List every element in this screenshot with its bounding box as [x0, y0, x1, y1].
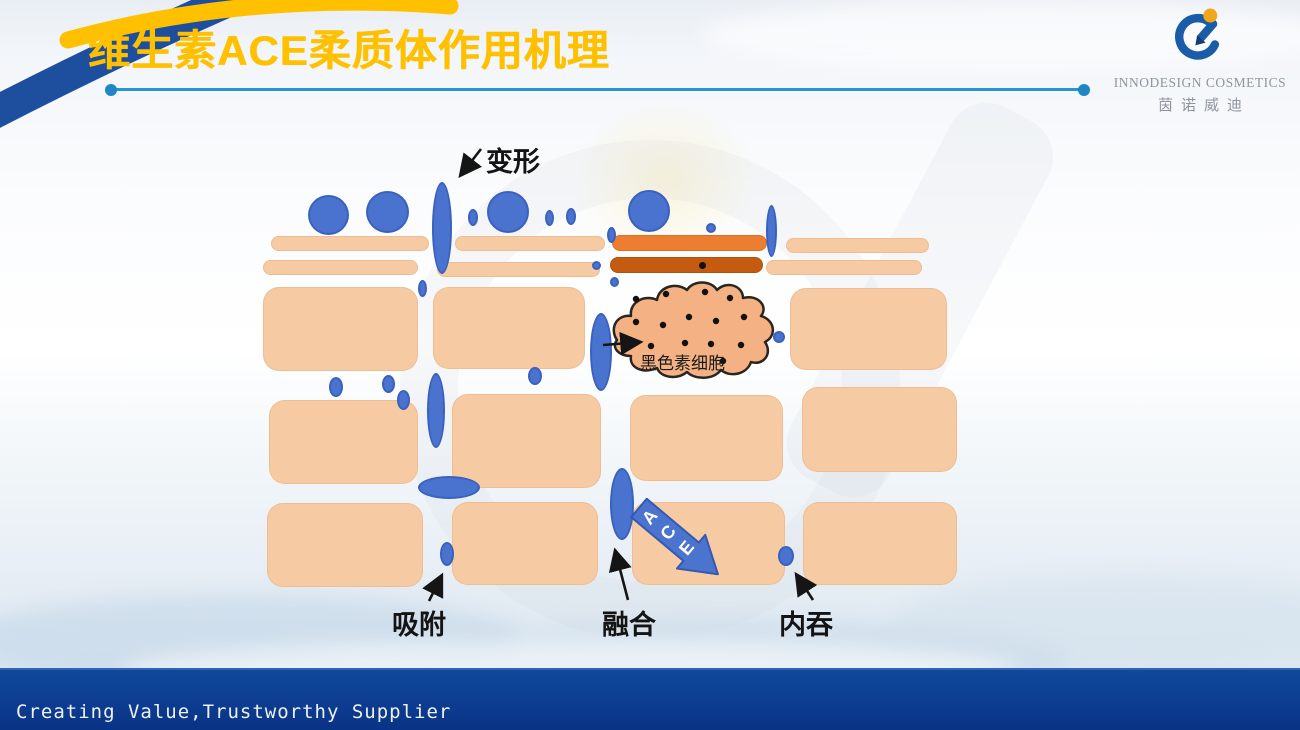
ace-arrow: A C E — [630, 497, 719, 576]
deformation-label: 变形 — [486, 147, 540, 177]
liposome — [607, 227, 616, 243]
skin-cell — [263, 287, 418, 371]
liposome — [592, 261, 601, 270]
skin-cell — [802, 387, 957, 472]
skin-cell — [452, 394, 601, 488]
page-title: 维生素ACE柔质体作用机理 — [88, 27, 610, 74]
melanocyte-cell — [612, 281, 774, 379]
uv-bar-orange — [612, 235, 767, 251]
cloud-decoration — [900, 575, 1300, 665]
liposome-deforming — [766, 205, 777, 257]
liposome — [418, 280, 427, 297]
uv-bar-dark-orange — [610, 257, 763, 273]
liposome — [487, 191, 529, 233]
liposome-endocytosed — [778, 546, 794, 566]
corneum-bar — [455, 236, 605, 251]
melanocyte-label: 黑色素细胞 — [640, 354, 725, 373]
corneum-bar — [766, 260, 922, 275]
liposome — [628, 190, 670, 232]
corneum-bar — [437, 262, 600, 277]
liposome — [382, 375, 395, 393]
liposome — [773, 331, 785, 343]
liposome-deforming — [590, 313, 612, 391]
liposome-adsorbed — [440, 542, 454, 566]
liposome-fusing — [610, 468, 634, 540]
liposome — [366, 191, 409, 233]
liposome — [610, 277, 619, 287]
underline-left-dot — [105, 83, 117, 96]
skin-cell — [452, 502, 598, 585]
melanin-dot — [699, 262, 706, 269]
liposome — [528, 367, 542, 385]
footer-bar: Creating Value,Trustworthy Supplier — [0, 668, 1300, 730]
liposome — [545, 210, 554, 226]
underline-right-dot — [1078, 83, 1090, 96]
endocytosis-label: 内吞 — [779, 610, 833, 640]
skin-cell — [630, 395, 783, 481]
title-underline — [105, 83, 1090, 96]
liposome — [397, 390, 410, 410]
skin-cell — [433, 287, 585, 369]
adsorption-arrow — [422, 572, 444, 602]
company-logo: INNODESIGN COSMETICS 茵诺威迪 — [1100, 6, 1300, 115]
skin-cell — [267, 503, 423, 587]
logo-company-name: INNODESIGN COSMETICS — [1113, 75, 1287, 90]
liposome — [468, 209, 478, 226]
liposome — [308, 195, 349, 235]
logo-company-name-chinese: 茵诺威迪 — [1157, 97, 1250, 114]
logo-mark-icon — [1175, 8, 1220, 60]
liposome — [566, 208, 576, 225]
corneum-bar — [263, 260, 418, 275]
fusion-label: 融合 — [602, 610, 656, 640]
liposome — [329, 377, 343, 397]
liposome — [706, 223, 716, 233]
liposome-deforming — [432, 182, 452, 274]
skin-cell — [803, 502, 957, 585]
liposome-deforming — [427, 373, 445, 448]
corneum-bar — [271, 236, 429, 251]
deformation-arrow — [458, 148, 483, 179]
skin-cell — [269, 400, 418, 484]
footer-slogan: Creating Value,Trustworthy Supplier — [16, 701, 452, 723]
liposome-flattened — [418, 476, 480, 499]
skin-cell — [790, 288, 947, 370]
corneum-bar — [786, 238, 929, 253]
adsorption-label: 吸附 — [392, 610, 446, 640]
